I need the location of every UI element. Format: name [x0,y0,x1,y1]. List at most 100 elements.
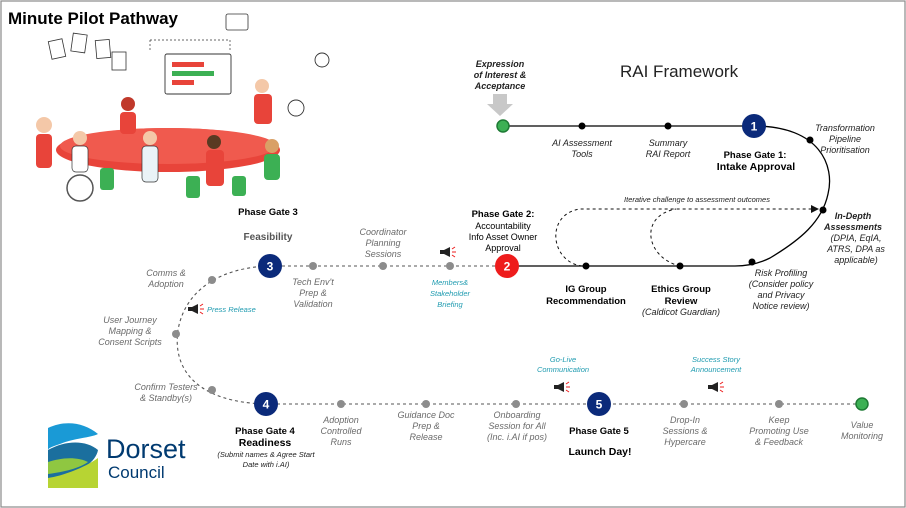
success-label-1: Success Story [692,355,741,364]
expression-label-line1: Expression [476,59,525,69]
gate-4-note-2: Date with i.AI) [243,460,290,469]
gate-3-number: 3 [267,260,274,274]
ig-label-2: Recommendation [546,296,626,307]
gate-2-label-1: Accountability [475,221,531,231]
confirm-label-2: & Standby(s) [140,393,192,403]
gate-4-number: 4 [263,398,270,412]
onboarding-label-1: Onboarding [493,410,540,420]
expression-label-line3: Acceptance [474,81,526,91]
in-depth-title-2: Assessments [823,222,882,232]
value-label-2: Monitoring [841,431,883,441]
dropin-dot [680,400,688,408]
dorset-council-logo: Dorset Council [48,423,186,488]
guidance-label-3: Release [409,432,442,442]
iterative-loop-outer [555,205,819,267]
guidance-dot [422,400,430,408]
transformation-label-3: Prioritisation [820,145,870,155]
gate-4-note-1: (Submit names & Agree Start [217,450,315,459]
megaphone-icon [440,246,456,258]
iterative-loop-inner [650,208,681,267]
summary-label-2: RAI Report [646,149,691,159]
confirm-label-1: Confirm Testers [134,382,198,392]
ethics-label-1: Ethics Group [651,284,711,295]
in-depth-dot [819,206,827,214]
user-journey-label-1: User Journey [103,315,157,325]
ethics-sub-label: (Caldicot Guardian) [642,307,720,317]
team-illustration [36,13,330,202]
gate-1-label-2: Intake Approval [717,161,795,173]
in-depth-detail-2: ATRS, DPA as [826,244,885,254]
success-label-2: Announcement [690,365,742,374]
members-label-1: Members& [432,278,468,287]
risk-label-2: (Consider policy [749,279,814,289]
ethics-dot [676,262,684,270]
risk-label-3: and Privacy [757,290,805,300]
coordinator-label-1: Coordinator [359,227,407,237]
gate-5-label: Launch Day! [568,446,631,458]
summary-dot [664,122,672,130]
keep-dot [775,400,783,408]
comms-label-1: Comms & [146,268,186,278]
end-dot [855,397,869,411]
user-journey-label-3: Consent Scripts [98,337,162,347]
ig-label-1: IG Group [565,284,606,295]
gate-3-label: Feasibility [244,232,293,243]
gate-1-label-1: Phase Gate 1: [724,150,787,161]
ai-tools-label-1: AI Assessment [551,138,612,148]
gate-2-title: Phase Gate 2: [472,209,535,220]
ethics-label-2: Review [665,296,698,307]
tech-env-dot [309,262,317,270]
pilot-curve-left [176,265,269,405]
coordinator-label-2: Planning [365,238,400,248]
tech-env-label-3: Validation [293,299,332,309]
comms-dot [208,276,216,284]
adoption-runs-label-3: Runs [330,437,352,447]
keep-label-1: Keep [768,415,789,425]
gate-1-marker [742,114,766,138]
risk-dot [748,258,756,266]
gate-2-label-2: Info Asset Owner [469,232,538,242]
dropin-label-1: Drop-In [670,415,700,425]
adoption-runs-label-2: Controlled [320,426,362,436]
risk-label-4: Notice review) [752,301,809,311]
members-label-3: Briefing [437,300,463,309]
gate-3-title: Phase Gate 3 [238,207,298,218]
down-arrow-icon [487,94,513,116]
golive-label-2: Communication [537,365,589,374]
user-journey-label-2: Mapping & [108,326,151,336]
coordinator-label-3: Sessions [365,249,402,259]
ai-tools-label-2: Tools [571,149,593,159]
in-depth-detail-3: applicable) [834,255,878,265]
value-label-1: Value [851,420,874,430]
press-release-label: Press Release [207,305,256,314]
adoption-runs-label-1: Adoption [322,415,359,425]
in-depth-detail-1: (DPIA, EqIA, [830,233,881,243]
comms-label-2: Adoption [147,279,184,289]
megaphone-icon [188,303,204,315]
guidance-label-2: Prep & [412,421,440,431]
onboarding-dot [512,400,520,408]
page-title: Minute Pilot Pathway [8,9,179,28]
gate-4-title: Phase Gate 4 [235,426,295,437]
gate-1-number: 1 [751,120,758,134]
onboarding-label-3: (Inc. i.AI if pos) [487,432,547,442]
onboarding-label-2: Session for All [488,421,546,431]
tech-env-label-2: Prep & [299,288,327,298]
transformation-label-2: Pipeline [829,134,861,144]
gate-2-number: 2 [504,260,511,274]
in-depth-title-1: In-Depth [835,211,872,221]
gate-4-marker [254,392,278,416]
user-journey-dot [172,330,180,338]
gate-3-marker [258,254,282,278]
dropin-label-2: Sessions & [662,426,707,436]
start-dot [496,119,510,133]
gate-4-label: Readiness [239,437,292,449]
summary-label-1: Summary [649,138,688,148]
members-label-2: Stakeholder [430,289,471,298]
megaphone-icon [554,381,570,393]
gate-5-title: Phase Gate 5 [569,426,629,437]
confirm-dot [208,386,216,394]
